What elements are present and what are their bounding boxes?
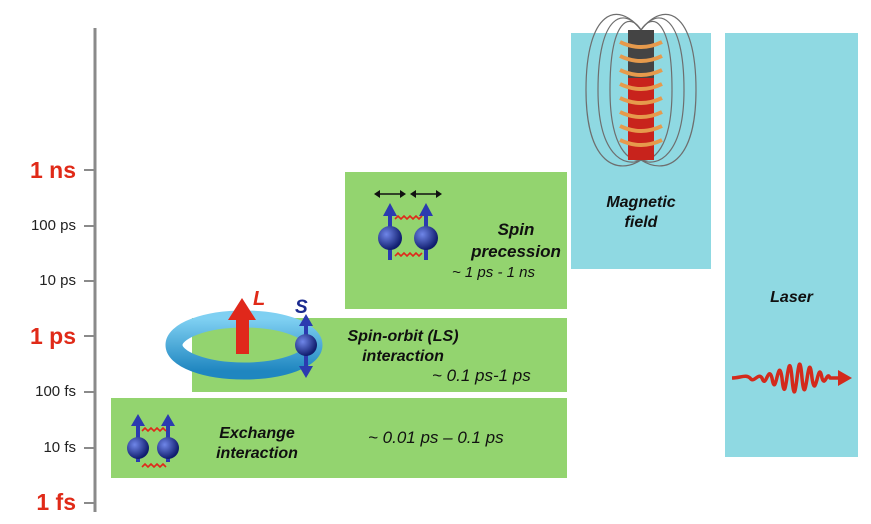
spin-precession-title-line2: precession	[471, 242, 561, 261]
tick-label-10ps: 10 ps	[39, 272, 76, 289]
solenoid-coil-icon	[585, 13, 697, 167]
laser-title: Laser	[770, 289, 813, 306]
magnetic-field-title-line2: field	[624, 214, 658, 231]
exchange-title-line2: interaction	[216, 445, 298, 462]
exchange-range: ~ 0.01 ps – 0.1 ps	[368, 428, 504, 447]
tick-label-100fs: 100 fs	[35, 383, 76, 400]
exchange-title-line1: Exchange	[219, 425, 295, 442]
tick-label-10fs: 10 fs	[43, 439, 76, 456]
tick-label-100ps: 100 ps	[30, 217, 76, 234]
spin-pair-icon	[127, 414, 179, 469]
magnetic-field-title-line1: Magnetic	[606, 194, 676, 211]
exchange-interaction-box	[111, 398, 567, 478]
orbital-ring-icon	[165, 298, 323, 380]
spin-orbit-title-line2: interaction	[362, 348, 444, 365]
spin-orbit-range: ~ 0.1 ps-1 ps	[432, 366, 531, 385]
spin-orbit-title: Spin-orbit (LS) interaction	[328, 327, 478, 367]
magnetic-field-title: Magnetic field	[571, 193, 711, 233]
exchange-title: Exchange interaction	[196, 424, 318, 464]
spin-S-label: S	[295, 297, 308, 318]
tick-label-1fs: 1 fs	[36, 489, 76, 515]
spin-orbit-box	[192, 318, 567, 392]
spin-precession-title: Spin precession	[466, 219, 566, 263]
precessing-spins-icon	[374, 190, 442, 260]
laser-pulse-icon	[731, 362, 852, 394]
tick-label-1ns: 1 ns	[29, 157, 76, 183]
spin-orbit-title-line1: Spin-orbit (LS)	[347, 328, 459, 345]
tick-label-1ps: 1 ps	[29, 323, 76, 349]
spin-precession-title-line1: Spin	[497, 220, 535, 239]
spin-precession-range: ~ 1 ps - 1 ns	[452, 264, 535, 281]
orbital-moment-L-label: L	[253, 288, 266, 310]
